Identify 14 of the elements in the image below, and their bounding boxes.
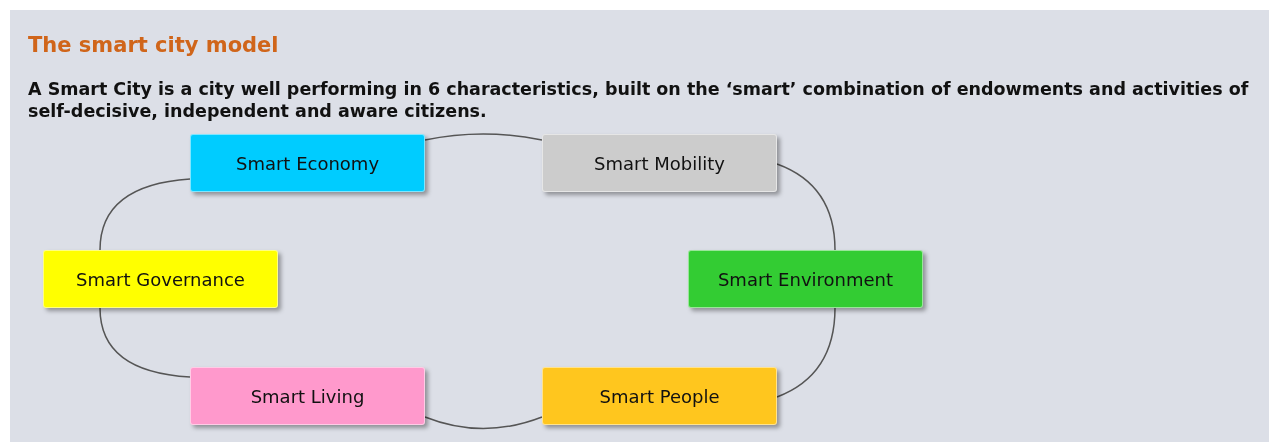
- characteristic-box: Smart Mobility: [542, 134, 777, 192]
- connector-curve: [424, 133, 543, 141]
- title: The smart city model: [28, 32, 279, 59]
- connector-curve: [424, 416, 543, 430]
- caption: A Smart City is a city well performing in 6 characteristics, built on the ‘smart’ combination of endowments and activities of self-decisive, independent and aware citizens.: [28, 78, 1250, 122]
- connector-curve: [99, 307, 191, 378]
- characteristic-box: Smart Living: [190, 367, 425, 425]
- connector-curve: [776, 163, 836, 251]
- characteristic-box: Smart Economy: [190, 134, 425, 192]
- connector-curve: [776, 307, 836, 398]
- characteristic-box: Smart People: [542, 367, 777, 425]
- characteristic-box: Smart Governance: [43, 250, 278, 308]
- characteristic-box: Smart Environment: [688, 250, 923, 308]
- connector-curve: [99, 178, 191, 251]
